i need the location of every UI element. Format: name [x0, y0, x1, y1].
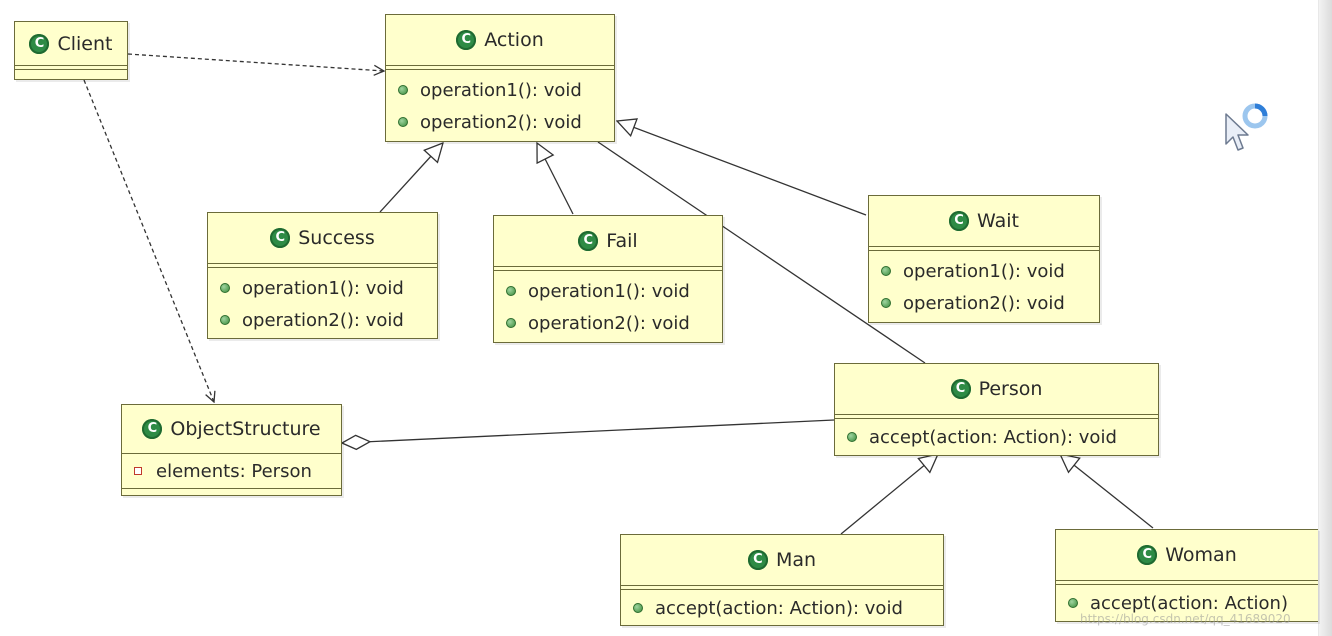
dependency-client-action: [127, 53, 384, 71]
compartment-divider: [835, 418, 1158, 419]
compartment-divider: [621, 585, 943, 586]
method-row[interactable]: accept(action: Action): void: [621, 592, 943, 624]
scrollbar-edge: [1318, 0, 1332, 636]
method-row[interactable]: accept(action: Action): [1056, 587, 1318, 619]
public-method-icon: [847, 432, 857, 442]
compartment-divider: [386, 69, 614, 70]
busy-cursor-icon: [1225, 103, 1268, 151]
class-client[interactable]: C Client: [14, 21, 128, 80]
class-icon: C: [747, 550, 768, 570]
method-row[interactable]: operation1(): void: [869, 255, 1099, 287]
class-name: Action: [484, 29, 544, 51]
class-icon: C: [950, 379, 971, 399]
compartment-divider: [494, 266, 722, 267]
class-icon: C: [142, 419, 163, 439]
public-method-icon: [220, 283, 230, 293]
class-name: Wait: [977, 210, 1019, 232]
method-signature: operation1(): void: [242, 277, 404, 299]
method-row[interactable]: operation1(): void: [386, 74, 614, 106]
public-method-icon: [506, 286, 516, 296]
class-icon: C: [270, 228, 291, 248]
class-name: ObjectStructure: [170, 418, 321, 440]
method-row[interactable]: operation1(): void: [208, 272, 437, 304]
field-signature: elements: Person: [156, 460, 312, 482]
public-method-icon: [506, 318, 516, 328]
class-wait[interactable]: C Wait operation1(): void operation2(): …: [868, 195, 1100, 323]
method-row[interactable]: operation2(): void: [494, 307, 722, 339]
class-action[interactable]: C Action operation1(): void operation2()…: [385, 14, 615, 142]
method-signature: operation2(): void: [903, 292, 1065, 314]
class-person[interactable]: C Person accept(action: Action): void: [834, 363, 1159, 456]
compartment-divider: [208, 263, 437, 264]
class-icon: C: [578, 231, 599, 251]
compartment-divider: [122, 488, 341, 489]
field-row[interactable]: elements: Person: [122, 454, 341, 488]
compartment-divider: [869, 246, 1099, 247]
method-signature: operation2(): void: [528, 312, 690, 334]
generalization-success-action: [379, 143, 443, 213]
generalization-fail-action: [537, 143, 574, 215]
compartment-divider: [621, 589, 943, 590]
aggregation-objectstructure-person: [342, 419, 835, 443]
public-method-icon: [881, 298, 891, 308]
compartment-divider: [15, 65, 127, 70]
compartment-divider: [1056, 580, 1318, 581]
association-person-action: [597, 141, 926, 364]
public-method-icon: [220, 315, 230, 325]
compartment-divider: [122, 453, 341, 454]
class-icon: C: [1137, 545, 1158, 565]
class-fail[interactable]: C Fail operation1(): void operation2(): …: [493, 215, 723, 343]
class-icon: C: [29, 33, 50, 54]
private-field-icon: [134, 467, 142, 475]
class-woman[interactable]: C Woman accept(action: Action): [1055, 529, 1318, 622]
compartment-divider: [869, 250, 1099, 251]
class-object-structure[interactable]: C ObjectStructure elements: Person: [121, 404, 342, 496]
method-row[interactable]: operation2(): void: [386, 106, 614, 138]
method-signature: accept(action: Action): [1090, 592, 1288, 614]
class-name: Client: [57, 32, 113, 55]
public-method-icon: [1068, 598, 1078, 608]
public-method-icon: [633, 603, 643, 613]
public-method-icon: [398, 85, 408, 95]
method-signature: accept(action: Action): void: [869, 426, 1117, 448]
method-row[interactable]: operation2(): void: [869, 287, 1099, 319]
compartment-divider: [494, 270, 722, 271]
class-man[interactable]: C Man accept(action: Action): void: [620, 534, 944, 626]
generalization-wait-action: [617, 121, 867, 216]
class-name: Person: [978, 378, 1043, 400]
method-signature: operation1(): void: [420, 79, 582, 101]
method-signature: operation2(): void: [242, 309, 404, 331]
method-row[interactable]: operation2(): void: [208, 304, 437, 336]
watermark: https://blog.csdn.net/qq_41689020: [1080, 612, 1291, 626]
class-name: Woman: [1165, 544, 1237, 566]
class-icon: C: [456, 30, 477, 50]
method-signature: accept(action: Action): void: [655, 597, 903, 619]
generalization-man-person: [840, 454, 938, 535]
compartment-divider: [835, 414, 1158, 415]
compartment-divider: [386, 65, 614, 66]
public-method-icon: [881, 266, 891, 276]
method-signature: operation1(): void: [903, 260, 1065, 282]
dependency-client-objectstructure: [83, 79, 214, 402]
generalization-woman-person: [1060, 454, 1154, 529]
method-row[interactable]: operation1(): void: [494, 275, 722, 307]
class-name: Success: [298, 227, 375, 249]
compartment-divider: [208, 267, 437, 268]
compartment-divider: [1056, 584, 1318, 585]
class-icon: C: [949, 211, 970, 231]
class-name: Man: [775, 549, 817, 571]
class-success[interactable]: C Success operation1(): void operation2(…: [207, 212, 438, 339]
method-row[interactable]: accept(action: Action): void: [835, 421, 1158, 453]
method-signature: operation1(): void: [528, 280, 690, 302]
class-name: Fail: [606, 230, 638, 252]
method-signature: operation2(): void: [420, 111, 582, 133]
public-method-icon: [398, 117, 408, 127]
